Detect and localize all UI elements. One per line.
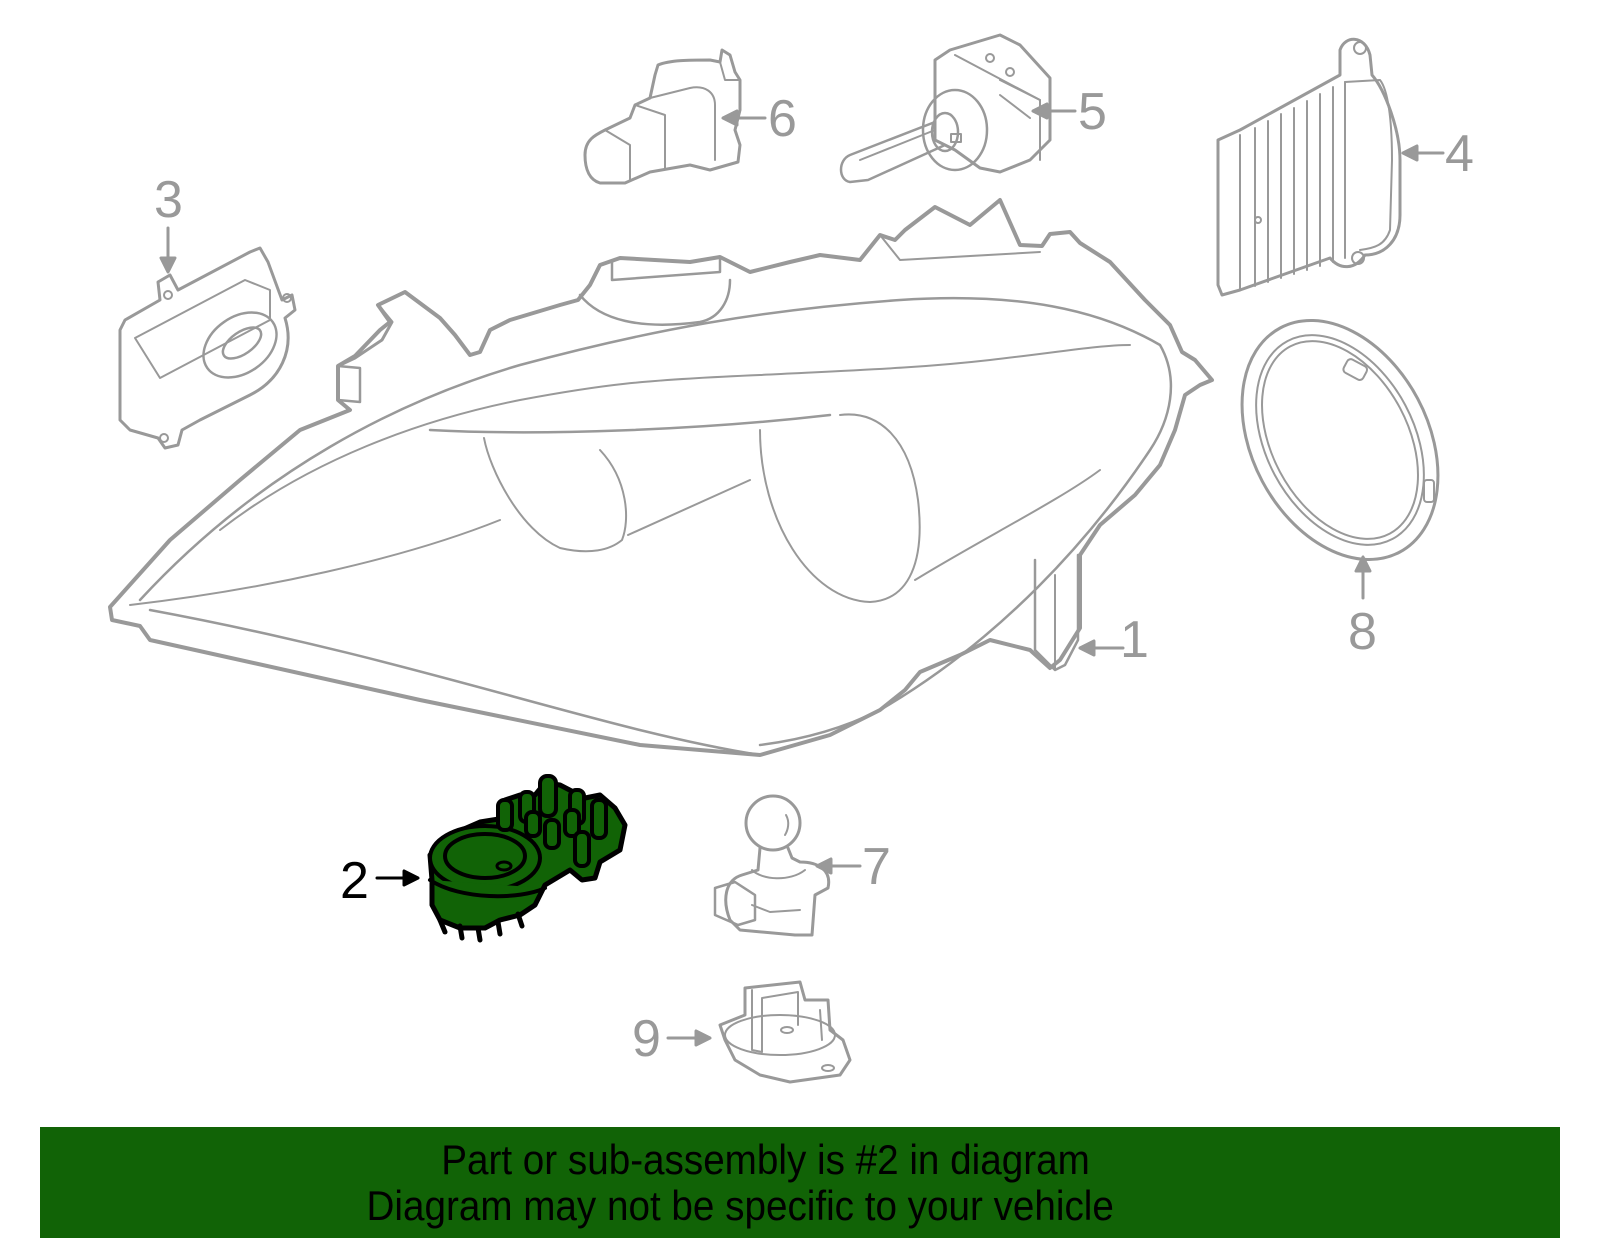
- callout-1: 1: [1120, 611, 1149, 669]
- notice-banner: Part or sub-assembly is #2 in diagram Di…: [40, 1127, 1560, 1238]
- callout-6: 6: [768, 90, 797, 148]
- banner-part-notice: Part or sub-assembly is #2 in diagram: [440, 1135, 1090, 1183]
- callout-2: 2: [340, 852, 369, 910]
- callout-4: 4: [1445, 125, 1474, 183]
- bulb-socket-part[interactable]: [583, 48, 742, 185]
- banner-disclaimer: Diagram may not be specific to your vehi…: [366, 1181, 1114, 1229]
- xenon-bulb-part[interactable]: [839, 33, 1052, 184]
- callout-9: 9: [632, 1010, 661, 1068]
- headlamp-housing-part[interactable]: [108, 198, 1214, 757]
- callout-3: 3: [154, 171, 183, 229]
- callout-8: 8: [1348, 603, 1377, 661]
- ballast-heatsink-part[interactable]: [1216, 37, 1402, 297]
- leader-lines: [159, 102, 1445, 1047]
- callout-7: 7: [862, 838, 891, 896]
- parts-diagram: [108, 33, 1478, 1084]
- ballast-module-part[interactable]: [118, 246, 297, 450]
- bulb-holder-part[interactable]: [718, 980, 852, 1084]
- seal-ring-part[interactable]: [1203, 287, 1478, 594]
- callout-5: 5: [1078, 83, 1107, 141]
- control-module-part[interactable]: [427, 774, 628, 943]
- signal-socket-part[interactable]: [713, 794, 831, 937]
